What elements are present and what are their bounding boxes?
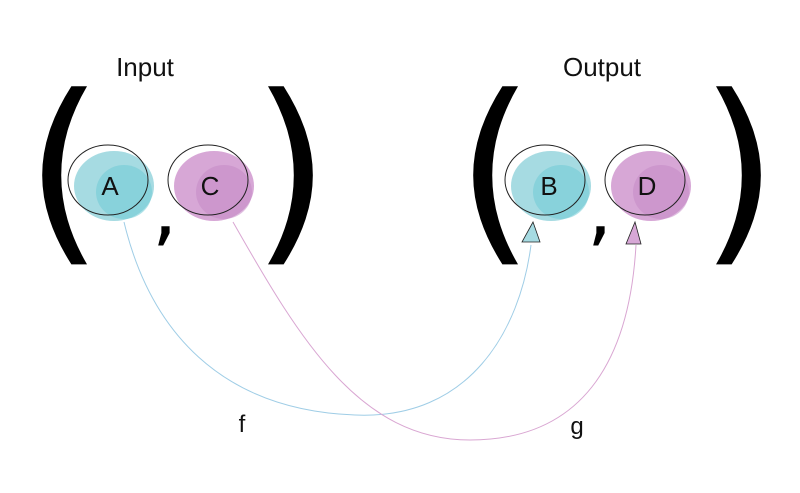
node-d-outline — [604, 144, 686, 216]
node-c-outline — [167, 144, 249, 216]
output-separator: , — [587, 162, 612, 255]
node-a-shade — [96, 165, 152, 219]
input-separator: , — [152, 162, 177, 255]
node-a: A — [67, 144, 154, 221]
node-b: B — [504, 144, 591, 221]
node-b-label: B — [540, 171, 557, 201]
output-heading: Output — [563, 52, 642, 82]
input-heading: Input — [116, 52, 175, 82]
node-a-label: A — [101, 171, 119, 201]
node-b-shade — [533, 165, 589, 219]
edge-f — [123, 221, 532, 416]
node-d: D — [604, 144, 691, 221]
node-d-shade — [633, 165, 689, 219]
node-d-label: D — [638, 171, 657, 201]
edge-label-g: g — [570, 413, 583, 440]
edge-g — [232, 221, 637, 441]
node-a-outline — [67, 144, 149, 216]
node-c-label: C — [201, 171, 220, 201]
edge-label-f: f — [239, 411, 246, 438]
output-close-paren: ) — [700, 53, 778, 286]
node-c: C — [167, 144, 254, 221]
arrowhead-f — [521, 221, 541, 243]
node-b-outline — [504, 144, 586, 216]
node-c-shade — [196, 165, 252, 219]
input-close-paren: ) — [252, 53, 330, 286]
arrowhead-g — [625, 220, 642, 245]
